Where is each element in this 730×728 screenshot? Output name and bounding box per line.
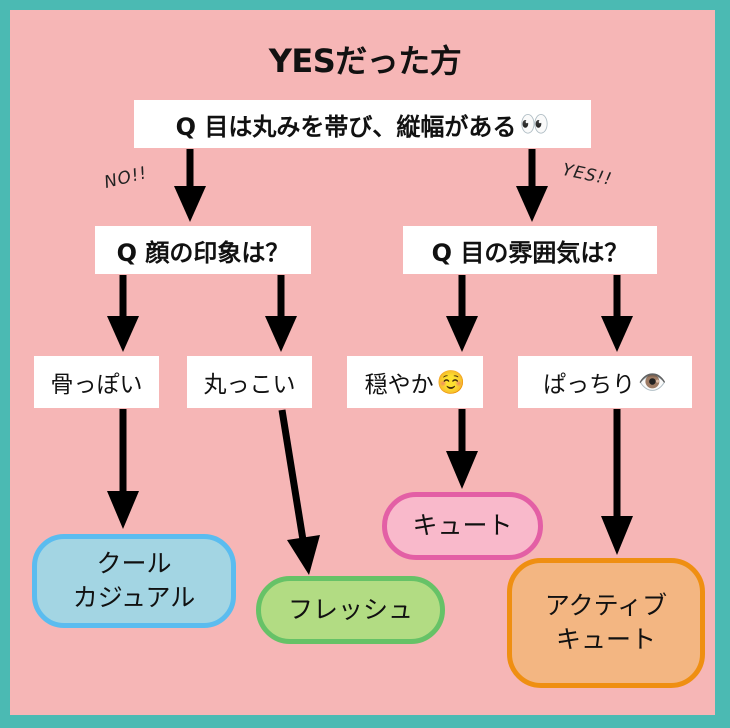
answer-round-box: 丸っこい — [187, 356, 312, 408]
result-fresh-line1: フレッシュ — [287, 595, 413, 625]
answer-wide-eyed-box: ぱっちり 👁️ — [518, 356, 692, 408]
result-cool-casual-line1: クール — [96, 549, 172, 579]
result-fresh: フレッシュ — [256, 576, 445, 644]
answer-bony-box: 骨っぽい — [34, 356, 159, 408]
face-impression-question-box: Q 顔の印象は？ — [95, 226, 311, 274]
arrow-yes-to-eye — [516, 149, 548, 222]
result-active-cute-line2: キュート — [555, 625, 656, 654]
eye-atmosphere-question-box: Q 目の雰囲気は？ — [403, 226, 657, 274]
main-question-text: Q 目は丸みを帯び、縦幅がある — [175, 112, 517, 141]
arrow-no-to-face — [174, 149, 206, 222]
main-question-box: Q 目は丸みを帯び、縦幅がある 👀 — [134, 100, 591, 148]
result-cool-casual: クール カジュアル — [32, 534, 236, 628]
eyes-icon: 👀 — [519, 110, 550, 138]
answer-wide-eyed-text: ぱっちり — [543, 372, 636, 398]
smiling-face-icon: ☺️ — [436, 369, 466, 396]
diagram-title: YESだった方 — [268, 42, 462, 80]
eye-icon: 👁️ — [638, 369, 667, 396]
answer-bony-text: 骨っぽい — [50, 372, 143, 398]
eye-atmosphere-question-text: Q 目の雰囲気は？ — [431, 238, 629, 267]
result-cute: キュート — [382, 492, 543, 560]
arrow-bony-to-cool-casual — [107, 409, 139, 529]
arrow-face-to-round — [265, 275, 297, 352]
arrow-eye-to-calm — [446, 275, 478, 352]
answer-calm-box: 穏やか ☺️ — [347, 356, 483, 408]
result-active-cute-line1: アクティブ — [544, 591, 668, 621]
arrow-calm-to-cute — [446, 409, 478, 489]
result-cool-casual-line2: カジュアル — [72, 583, 196, 612]
arrow-face-to-bony — [107, 275, 139, 352]
answer-calm-text: 穏やか — [364, 372, 434, 398]
arrow-round-to-fresh — [278, 409, 320, 575]
answer-round-text: 丸っこい — [203, 372, 296, 398]
face-impression-question-text: Q 顔の印象は？ — [116, 238, 290, 267]
result-active-cute: アクティブ キュート — [507, 558, 705, 688]
arrow-eye-to-wide-eyed — [601, 275, 633, 352]
result-cute-line1: キュート — [412, 511, 513, 541]
arrow-wide-eyed-to-active-cute — [601, 409, 633, 555]
